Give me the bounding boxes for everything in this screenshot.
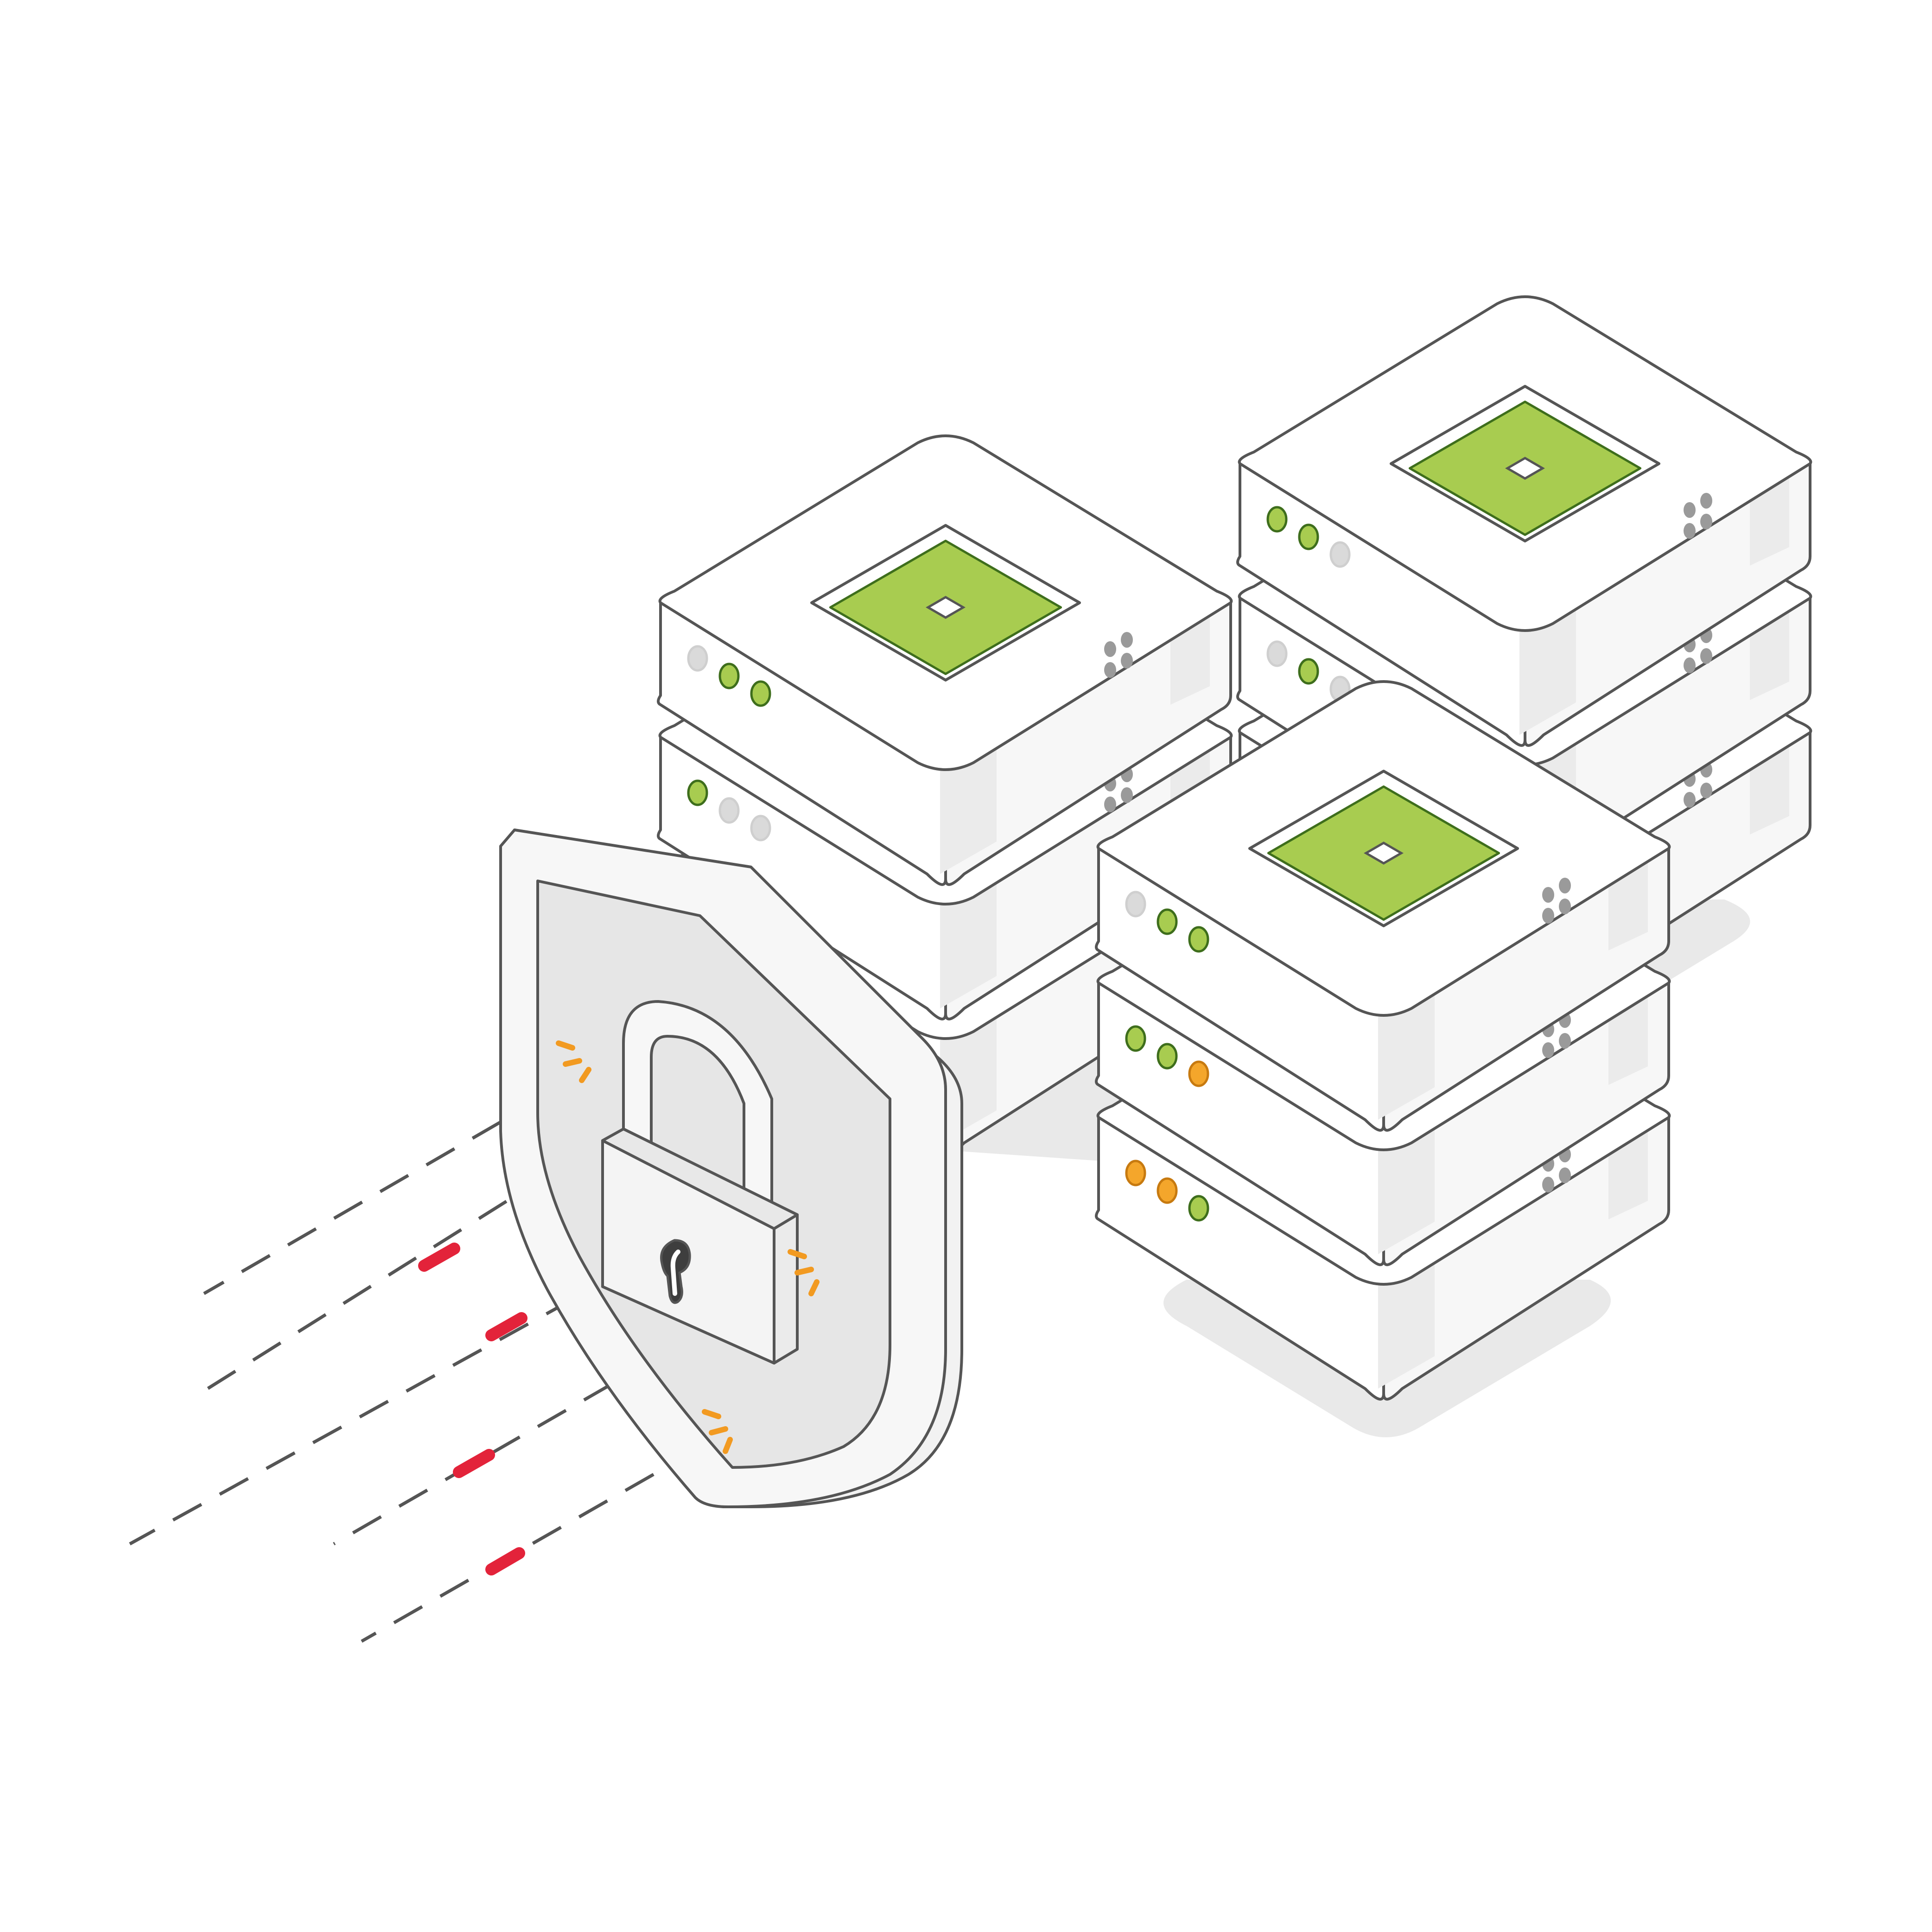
status-led-off [750,815,771,842]
vent-dot [1684,523,1696,539]
status-led-green [1157,908,1178,935]
server-top-chip [1364,842,1404,865]
status-led-off [1125,891,1146,918]
vent-dot [1684,657,1696,673]
vent-dot [1700,648,1712,664]
status-led-green [1188,1195,1209,1222]
status-led-green [1298,523,1319,550]
vent-dot [1542,887,1554,903]
status-led-off [1329,541,1351,568]
vent-dot [1559,899,1571,914]
status-led-off [687,645,708,672]
impact-sparks [556,1040,820,1454]
vent-dot [1559,1167,1571,1183]
server-stack-front [1095,680,1671,1401]
vent-dot [1542,1042,1554,1058]
vent-dot [1700,514,1712,529]
status-led-off [718,797,740,824]
vent-dot [1104,662,1116,678]
vent-dot [1684,792,1696,808]
status-led-green [750,680,771,707]
vent-dot [1121,632,1133,648]
server-top-chip [926,596,966,619]
status-led-green [1157,1043,1178,1070]
left-stack-unit-1 [657,434,1233,886]
shield-icon [499,829,963,1508]
front-stack-unit-1 [1095,680,1671,1132]
status-led-green [1125,1025,1146,1052]
status-led-off [1266,640,1288,667]
padlock-icon [601,1000,799,1365]
status-led-green [687,779,708,806]
vent-dot [1121,653,1133,669]
vent-dot [1700,783,1712,798]
status-led-green [1266,506,1288,533]
vent-dot [1542,1177,1554,1192]
status-led-orange [1188,1060,1209,1087]
vent-dot [1104,797,1116,812]
status-led-orange [1125,1160,1146,1186]
status-led-orange [1157,1177,1178,1204]
vent-dot [1542,908,1554,924]
status-led-green [1298,658,1319,685]
status-led-green [1188,926,1209,953]
vent-dot [1559,1033,1571,1049]
vent-dot [1684,502,1696,518]
server-top-chip [1505,457,1545,480]
vent-dot [1559,878,1571,893]
status-led-green [718,663,740,689]
vent-dot [1104,641,1116,657]
vent-dot [1121,787,1133,803]
back-stack-unit-1 [1236,295,1812,747]
vent-dot [1700,493,1712,509]
